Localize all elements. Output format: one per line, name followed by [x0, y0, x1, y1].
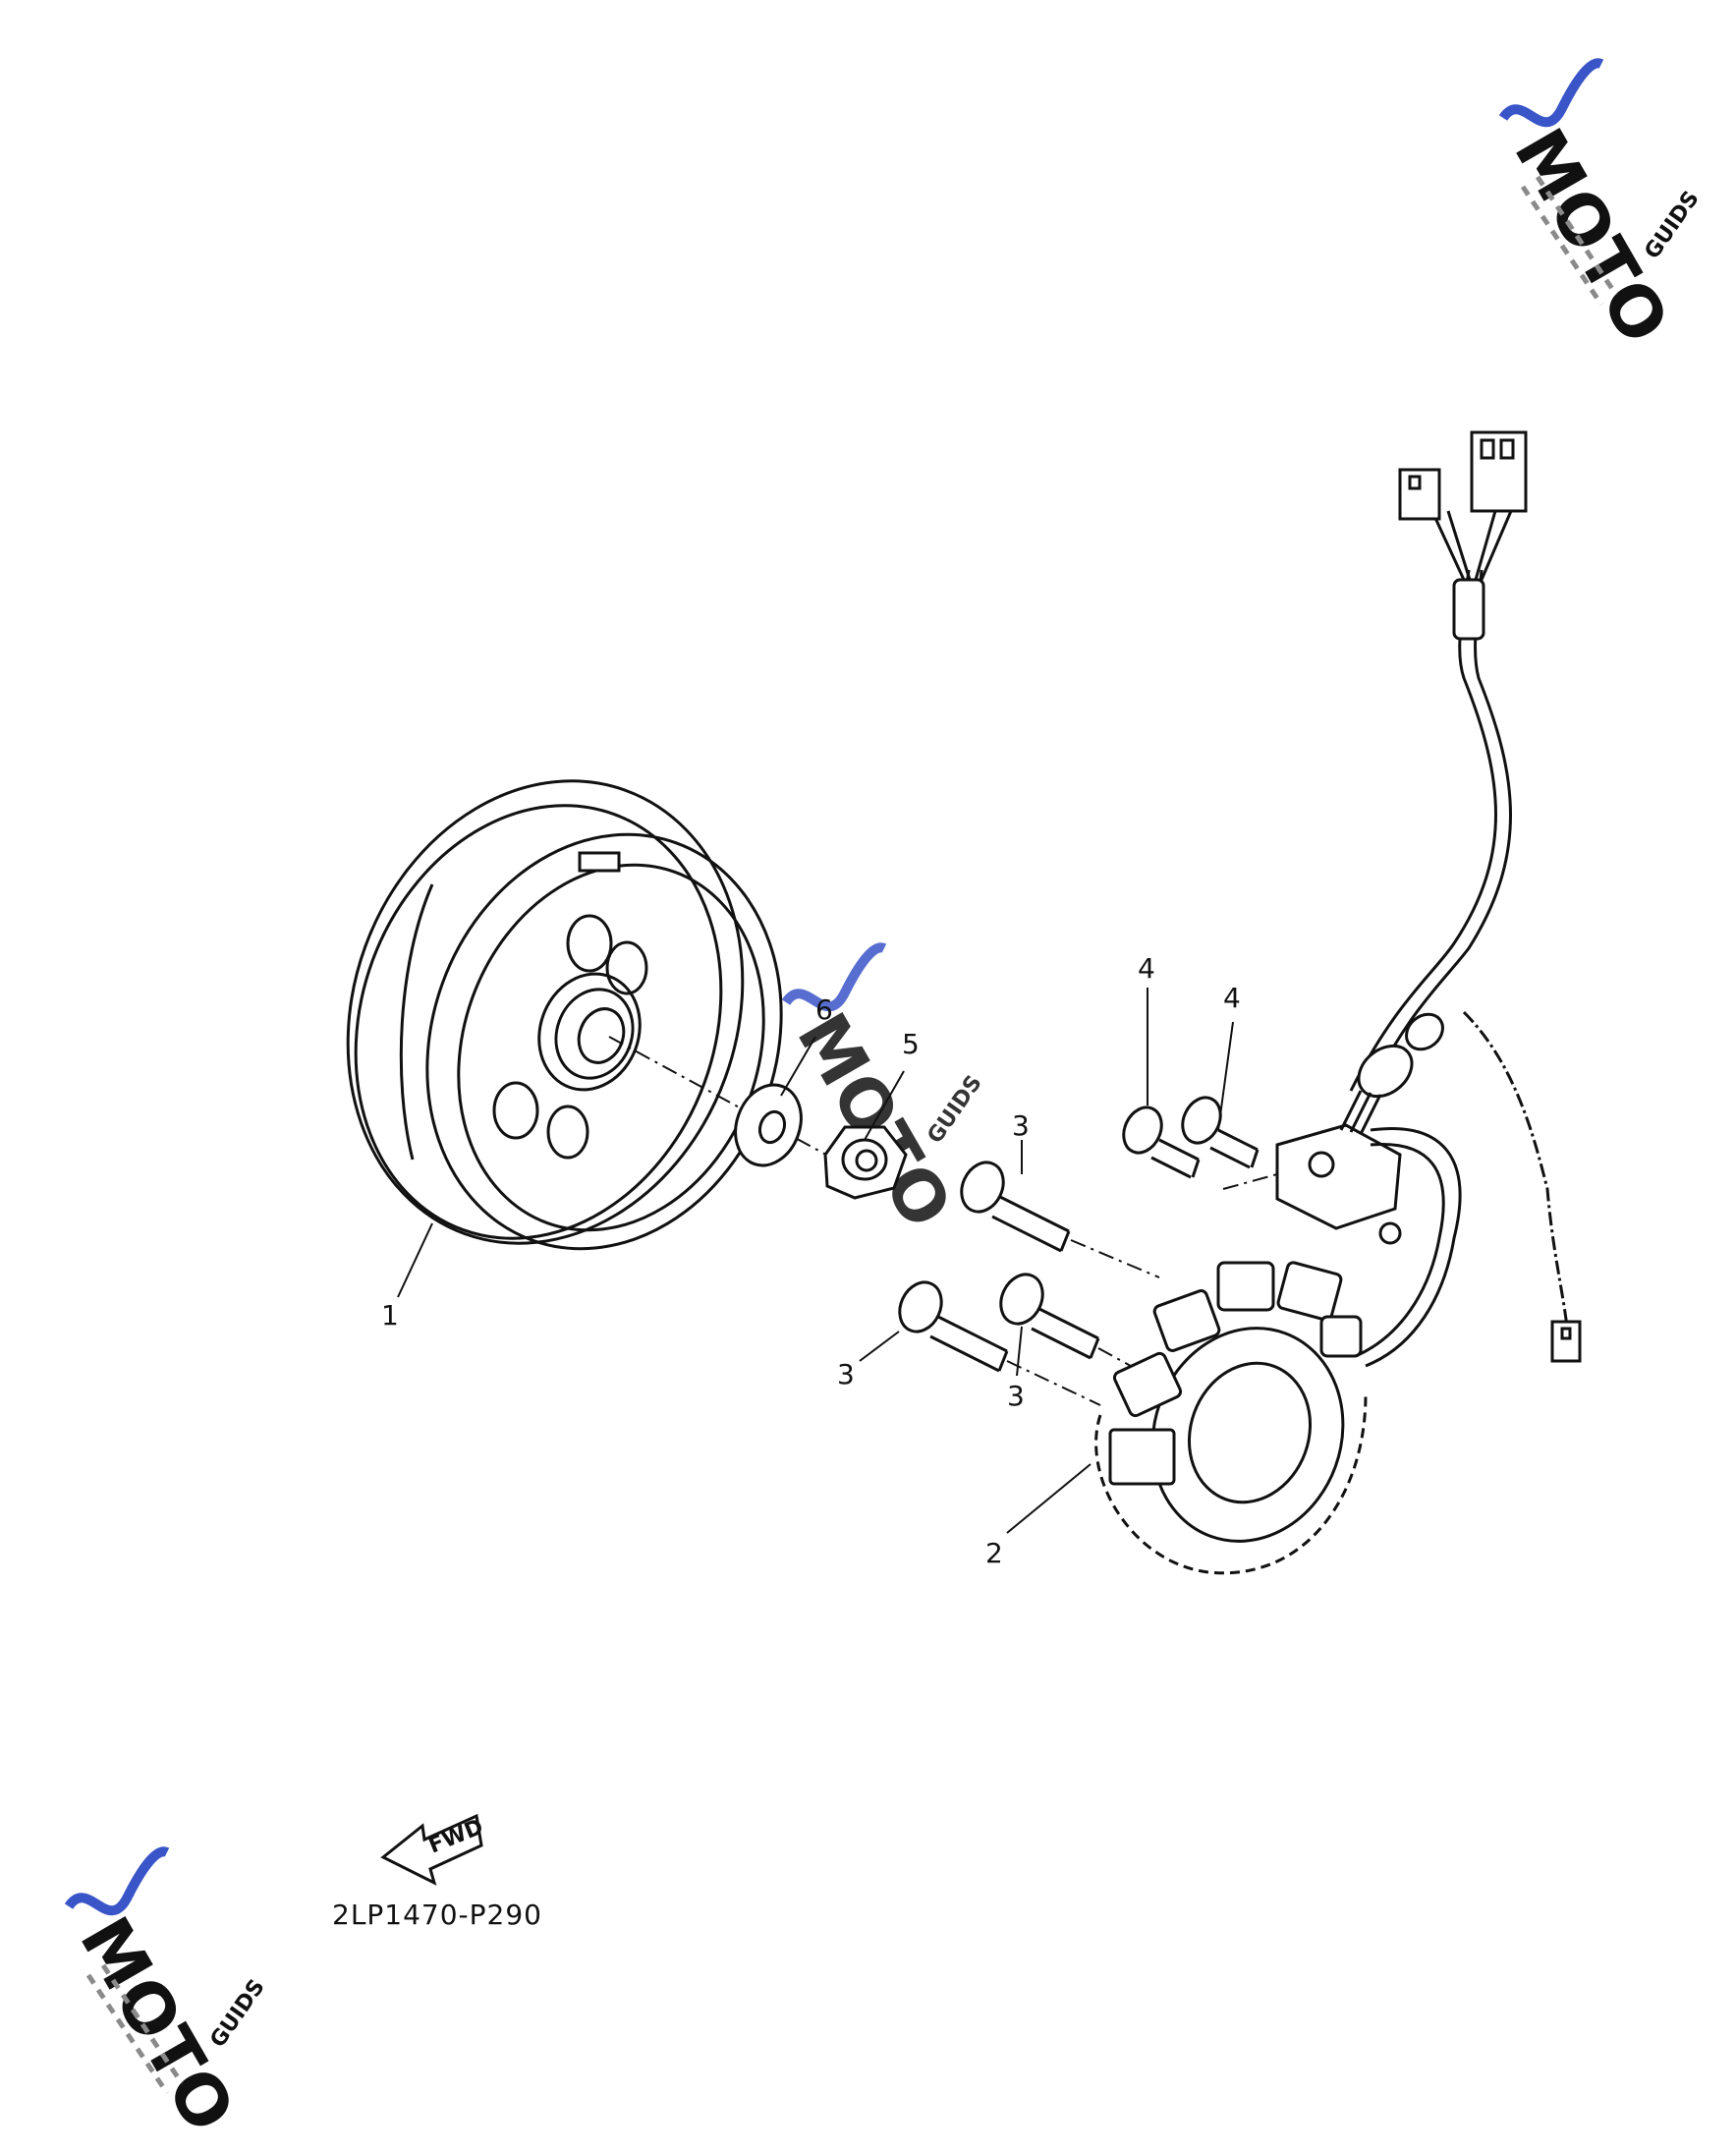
wire-harness — [1339, 430, 1582, 1363]
stator-screw-b — [898, 1280, 1009, 1373]
stator-screw-c — [999, 1273, 1100, 1360]
watermark-logo-top: MOTO GUIDS — [1498, 58, 1705, 357]
callout-flywheel: 1 — [381, 1299, 399, 1332]
washer — [734, 1083, 803, 1167]
watermark-sub-top: GUIDS — [1640, 187, 1704, 263]
watermark-logo-center: MOTO GUIDS — [781, 942, 987, 1241]
callout-nut: 5 — [902, 1028, 920, 1060]
fwd-arrow: FWD — [380, 1813, 487, 1886]
callout-screw-b: 3 — [837, 1358, 855, 1390]
part-code: 2LP1470-P290 — [332, 1899, 542, 1931]
watermark-sub-center: GUIDS — [923, 1071, 986, 1148]
stator-screw-a — [960, 1161, 1071, 1253]
watermark-sub-bottom: GUIDS — [205, 1975, 269, 2052]
callout-screw-c: 3 — [1007, 1380, 1025, 1412]
pickup-screw-a — [1122, 1105, 1201, 1179]
flywheel-rotor — [346, 779, 783, 1251]
callout-washer: 6 — [815, 993, 833, 1026]
callout-stator: 2 — [985, 1537, 1003, 1569]
stator-assembly — [1094, 1123, 1462, 1575]
callout-screw-a: 3 — [1012, 1109, 1030, 1142]
pickup-screw-b — [1181, 1096, 1260, 1169]
watermark-logo-bottom: MOTO GUIDS — [64, 1846, 270, 2145]
callout-pickup-screw-a: 4 — [1138, 952, 1155, 985]
leader-lines — [397, 988, 1234, 1534]
callout-pickup-screw-b: 4 — [1223, 982, 1241, 1014]
hex-nut — [823, 1125, 908, 1200]
